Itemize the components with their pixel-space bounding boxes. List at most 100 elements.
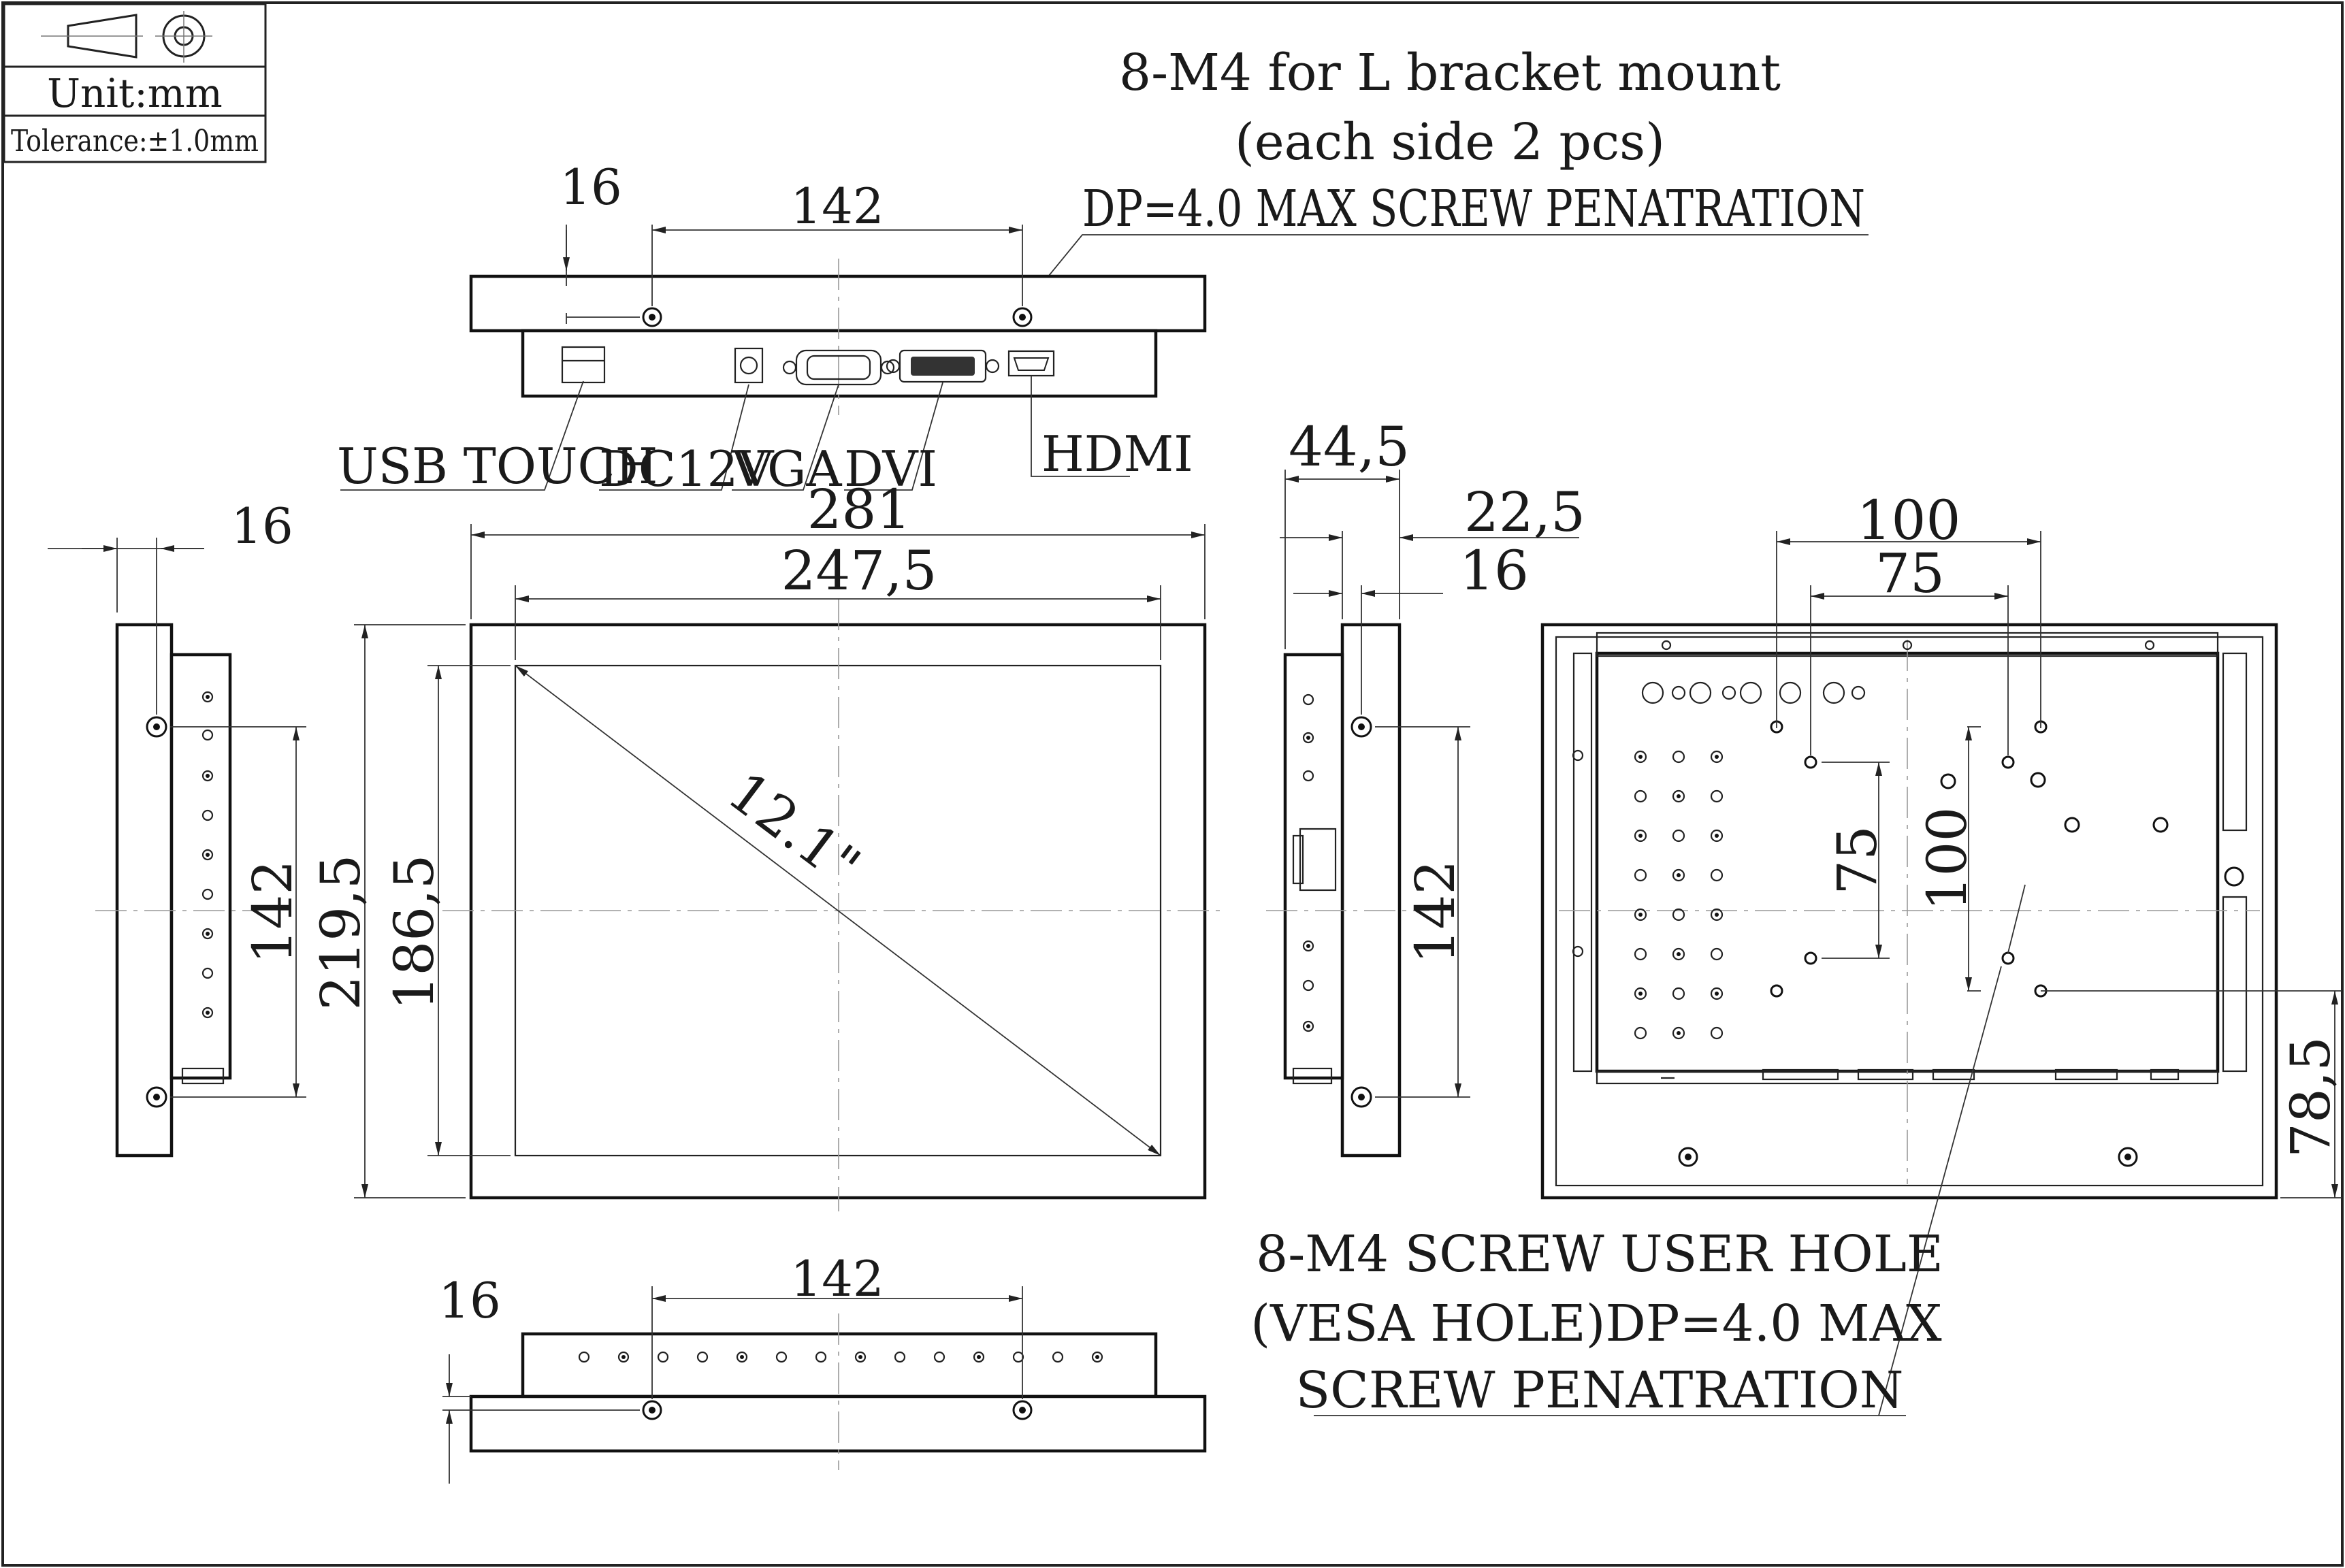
vesa-bottom-dim: 78,5	[2279, 1036, 2342, 1158]
top-span-dim: 142	[790, 178, 884, 235]
port-hole	[815, 1351, 827, 1363]
port-hole-center	[206, 774, 210, 778]
vent-hole-center	[1638, 992, 1643, 996]
left-offset-dim: 16	[231, 497, 293, 555]
vent-hole	[1710, 829, 1724, 843]
vent-hole	[1672, 1026, 1685, 1040]
port-hole	[1302, 770, 1314, 782]
vent-hole-center	[1715, 834, 1719, 838]
vent-hole-center	[1638, 755, 1643, 759]
vesa-holes	[1770, 720, 2048, 998]
vesa-hole	[2001, 951, 2015, 965]
vent-hole-center	[1715, 992, 1719, 996]
bottom-offset-dim: 16	[438, 1272, 501, 1329]
port-hole	[736, 1351, 748, 1363]
port-hole	[201, 849, 214, 861]
vent-hole	[1710, 1026, 1724, 1040]
vent-hole	[1634, 750, 1647, 764]
right-side-view: 44,5 22,5 16 142	[1266, 415, 1585, 1158]
port-hole	[933, 1351, 945, 1363]
port-hole-center	[858, 1355, 862, 1359]
vent-hole-center	[1638, 834, 1643, 838]
vent-hole-center	[1677, 1031, 1681, 1035]
port-hole	[201, 967, 214, 979]
bracket-note-line3: DP=4.0 MAX SCREW PENATRATION	[1082, 180, 1865, 238]
dc12v-jack	[734, 347, 764, 384]
right-span-dim: 142	[1404, 860, 1467, 964]
vesa-75-horizontal-dim: 75	[1875, 542, 1945, 605]
vent-hole	[1672, 947, 1685, 961]
port-hole-center	[1306, 736, 1310, 740]
width-outer-dim: 281	[807, 478, 911, 541]
title-block: Unit:mm Tolerance:±1.0mm	[3, 3, 267, 163]
vent-hole	[1710, 947, 1724, 961]
front-view: 12.1" 281 247,5 219,5 186,5	[309, 478, 1225, 1211]
left-side-view: 16 142	[48, 497, 306, 1158]
port-hole	[696, 1351, 709, 1363]
vent-hole-center	[1677, 794, 1681, 798]
vent-hole	[1672, 868, 1685, 882]
vesa-hole	[1804, 755, 1817, 769]
port-hole	[1302, 732, 1314, 744]
port-hole-center	[1306, 1024, 1310, 1028]
port-hole	[1302, 1020, 1314, 1032]
rear-ventilation-holes	[1634, 750, 1724, 1040]
vent-hole	[1710, 868, 1724, 882]
vent-hole	[1634, 868, 1647, 882]
bracket-note-line2: (each side 2 pcs)	[1235, 113, 1665, 172]
vesa-note-line3: SCREW PENATRATION	[1295, 1361, 1903, 1420]
vent-hole	[1672, 908, 1685, 921]
vent-hole-center	[1715, 913, 1719, 917]
port-hole	[1302, 693, 1314, 706]
port-hole-center	[206, 853, 210, 857]
port-hole-center	[740, 1355, 744, 1359]
vent-hole	[1672, 789, 1685, 803]
first-angle-projection-icon	[41, 11, 212, 63]
vent-hole	[1672, 750, 1685, 764]
vent-hole	[1672, 987, 1685, 1000]
port-hole	[657, 1351, 669, 1363]
port-hole-center	[206, 1011, 210, 1015]
height-outer-dim: 219,5	[309, 854, 372, 1010]
vent-hole	[1710, 908, 1724, 921]
port-hole	[1302, 940, 1314, 952]
port-hole	[775, 1351, 788, 1363]
vent-hole	[1634, 789, 1647, 803]
port-hole	[201, 928, 214, 940]
port-hole	[1012, 1351, 1024, 1363]
vga-label: VGA	[731, 440, 843, 497]
port-hole	[201, 1007, 214, 1019]
vent-hole	[1634, 1026, 1647, 1040]
vesa-100-vertical-dim: 100	[1915, 807, 1979, 911]
usb-touch-label: USB TOUCH	[337, 438, 658, 495]
vesa-hole	[1770, 984, 1783, 998]
vesa-hole	[2001, 755, 2015, 769]
port-hole-center	[977, 1355, 981, 1359]
vesa-note-line2: (VESA HOLE)DP=4.0 MAX	[1250, 1294, 1942, 1353]
vent-hole	[1634, 908, 1647, 921]
port-hole	[1302, 979, 1314, 992]
hdmi-label: HDMI	[1041, 425, 1193, 483]
dvi-label: DVI	[844, 440, 937, 497]
unit-label: Unit:mm	[47, 70, 223, 116]
top-view: 16 142 USB TOUCH DC12V VGA DVI HDMI	[337, 159, 1207, 497]
port-hole	[201, 729, 214, 741]
port-hole	[1091, 1351, 1103, 1363]
port-hole	[894, 1351, 906, 1363]
port-hole-center	[206, 695, 210, 699]
port-hole	[1052, 1351, 1064, 1363]
port-hole	[617, 1351, 630, 1363]
vesa-100-horizontal-dim: 100	[1857, 489, 1961, 552]
port-hole	[201, 809, 214, 821]
left-span-dim: 142	[241, 860, 304, 964]
width-active-dim: 247,5	[781, 539, 937, 602]
depth-frame-dim: 22,5	[1464, 480, 1585, 544]
vent-hole	[1672, 829, 1685, 843]
tolerance-label: Tolerance:±1.0mm	[11, 124, 259, 159]
depth-total-dim: 44,5	[1289, 415, 1410, 478]
vent-hole-center	[1715, 755, 1719, 759]
vent-hole	[1634, 829, 1647, 843]
height-active-dim: 186,5	[383, 854, 446, 1010]
dc12v-label: DC12V	[599, 440, 775, 497]
bottom-view: 142 16	[438, 1250, 1207, 1484]
